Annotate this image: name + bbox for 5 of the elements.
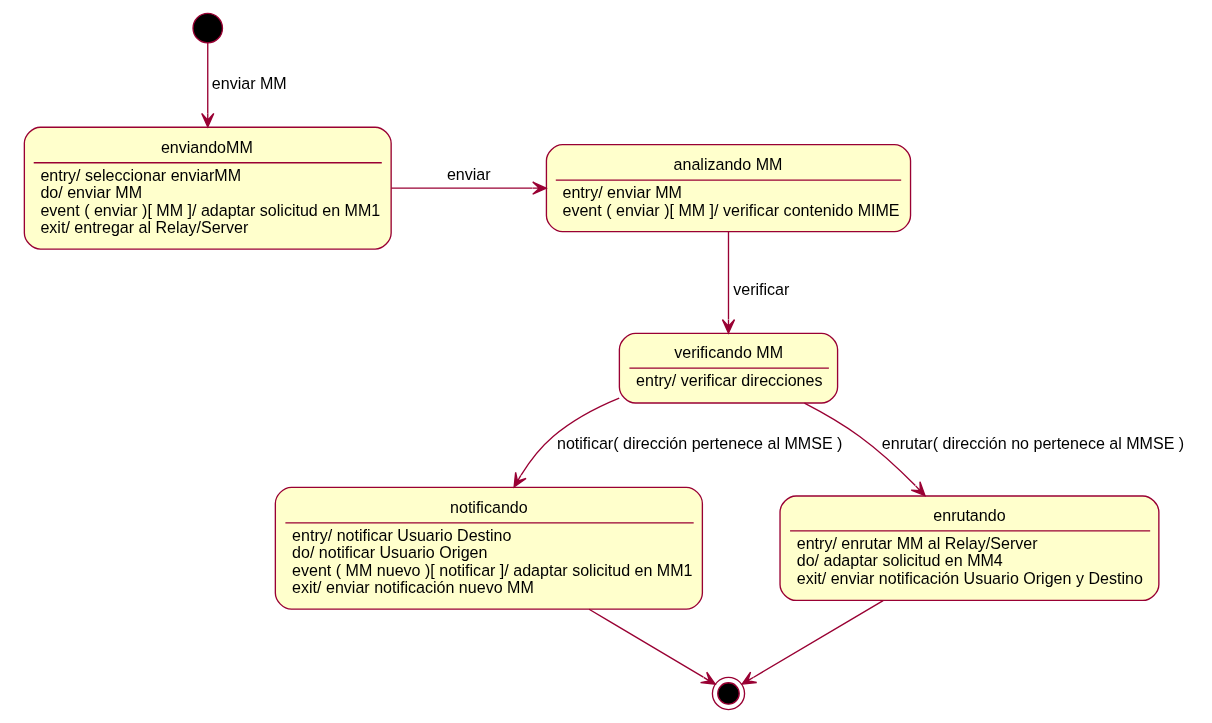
edge-label: verificar (733, 280, 790, 299)
edge-label: notificar( dirección pertenece al MMSE ) (557, 434, 843, 453)
edge-label: enrutar( dirección no pertenece al MMSE ) (881, 434, 1185, 453)
edge-label: enviar MM (211, 74, 287, 93)
edge-label: enviar (446, 164, 491, 183)
